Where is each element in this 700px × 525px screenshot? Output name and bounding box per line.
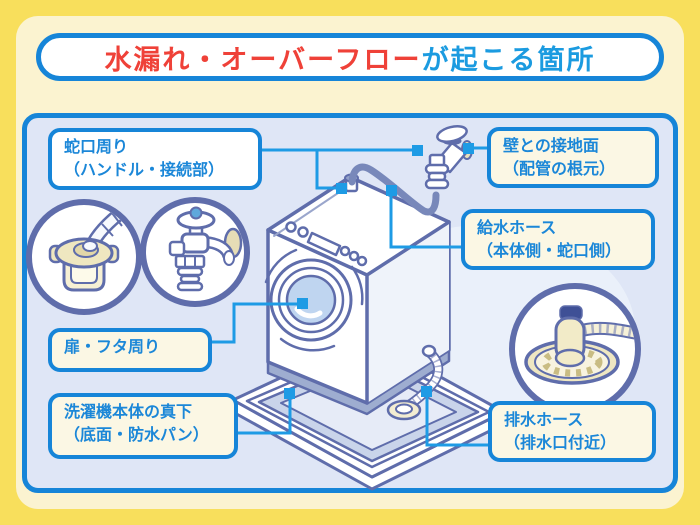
connector-marker xyxy=(463,143,474,154)
label-wall-contact-line1: 壁との接地面 xyxy=(503,138,599,155)
label-wall-contact: 壁との接地面 （配管の根元） xyxy=(487,127,659,188)
callout-circle-faucet-handle xyxy=(140,197,250,307)
label-supply-hose-line2: （本体側・蛇口側） xyxy=(477,242,622,260)
connector-marker xyxy=(297,298,308,309)
connector-marker xyxy=(284,388,295,399)
label-under-machine: 洗濯機本体の真下 （底面・防水パン） xyxy=(48,393,238,459)
label-under-machine-line1: 洗濯機本体の真下 xyxy=(64,404,193,421)
callout-circle-hose-connector xyxy=(26,199,142,315)
page-title: 水漏れ・オーバーフローが起こる箇所 xyxy=(36,33,664,81)
label-wall-contact-line2: （配管の根元） xyxy=(503,160,616,178)
label-supply-hose-line1: 給水ホース xyxy=(477,220,557,237)
label-drain-hose-line1: 排水ホース xyxy=(504,412,584,429)
connector-marker xyxy=(421,386,432,397)
connector-marker xyxy=(412,145,423,156)
label-door-lid-line1: 扉・フタ周り xyxy=(64,339,161,356)
connector-markers xyxy=(284,143,474,399)
label-supply-hose: 給水ホース （本体側・蛇口側） xyxy=(461,209,655,270)
label-drain-hose: 排水ホース （排水口付近） xyxy=(488,401,656,462)
label-faucet-area-line1: 蛇口周り xyxy=(64,139,129,156)
callout-circle-drain xyxy=(509,283,641,415)
supply-hose xyxy=(348,163,440,216)
connector-lines xyxy=(212,146,488,447)
title-rest-text: が起こる箇所 xyxy=(421,44,596,75)
label-drain-hose-line2: （排水口付近） xyxy=(504,434,617,452)
title-highlight-text: 水漏れ・オーバーフロー xyxy=(104,44,422,75)
connector-marker xyxy=(386,185,397,196)
label-faucet-area: 蛇口周り （ハンドル・接続部） xyxy=(48,128,262,190)
label-door-lid: 扉・フタ周り xyxy=(48,328,212,372)
label-faucet-area-line2: （ハンドル・接続部） xyxy=(64,161,225,179)
connector-marker xyxy=(336,183,347,194)
pan-drain xyxy=(386,399,422,421)
wall-faucet xyxy=(424,125,473,190)
machine-door xyxy=(264,248,364,352)
label-under-machine-line2: （底面・防水パン） xyxy=(64,426,209,444)
control-panel xyxy=(285,221,368,267)
